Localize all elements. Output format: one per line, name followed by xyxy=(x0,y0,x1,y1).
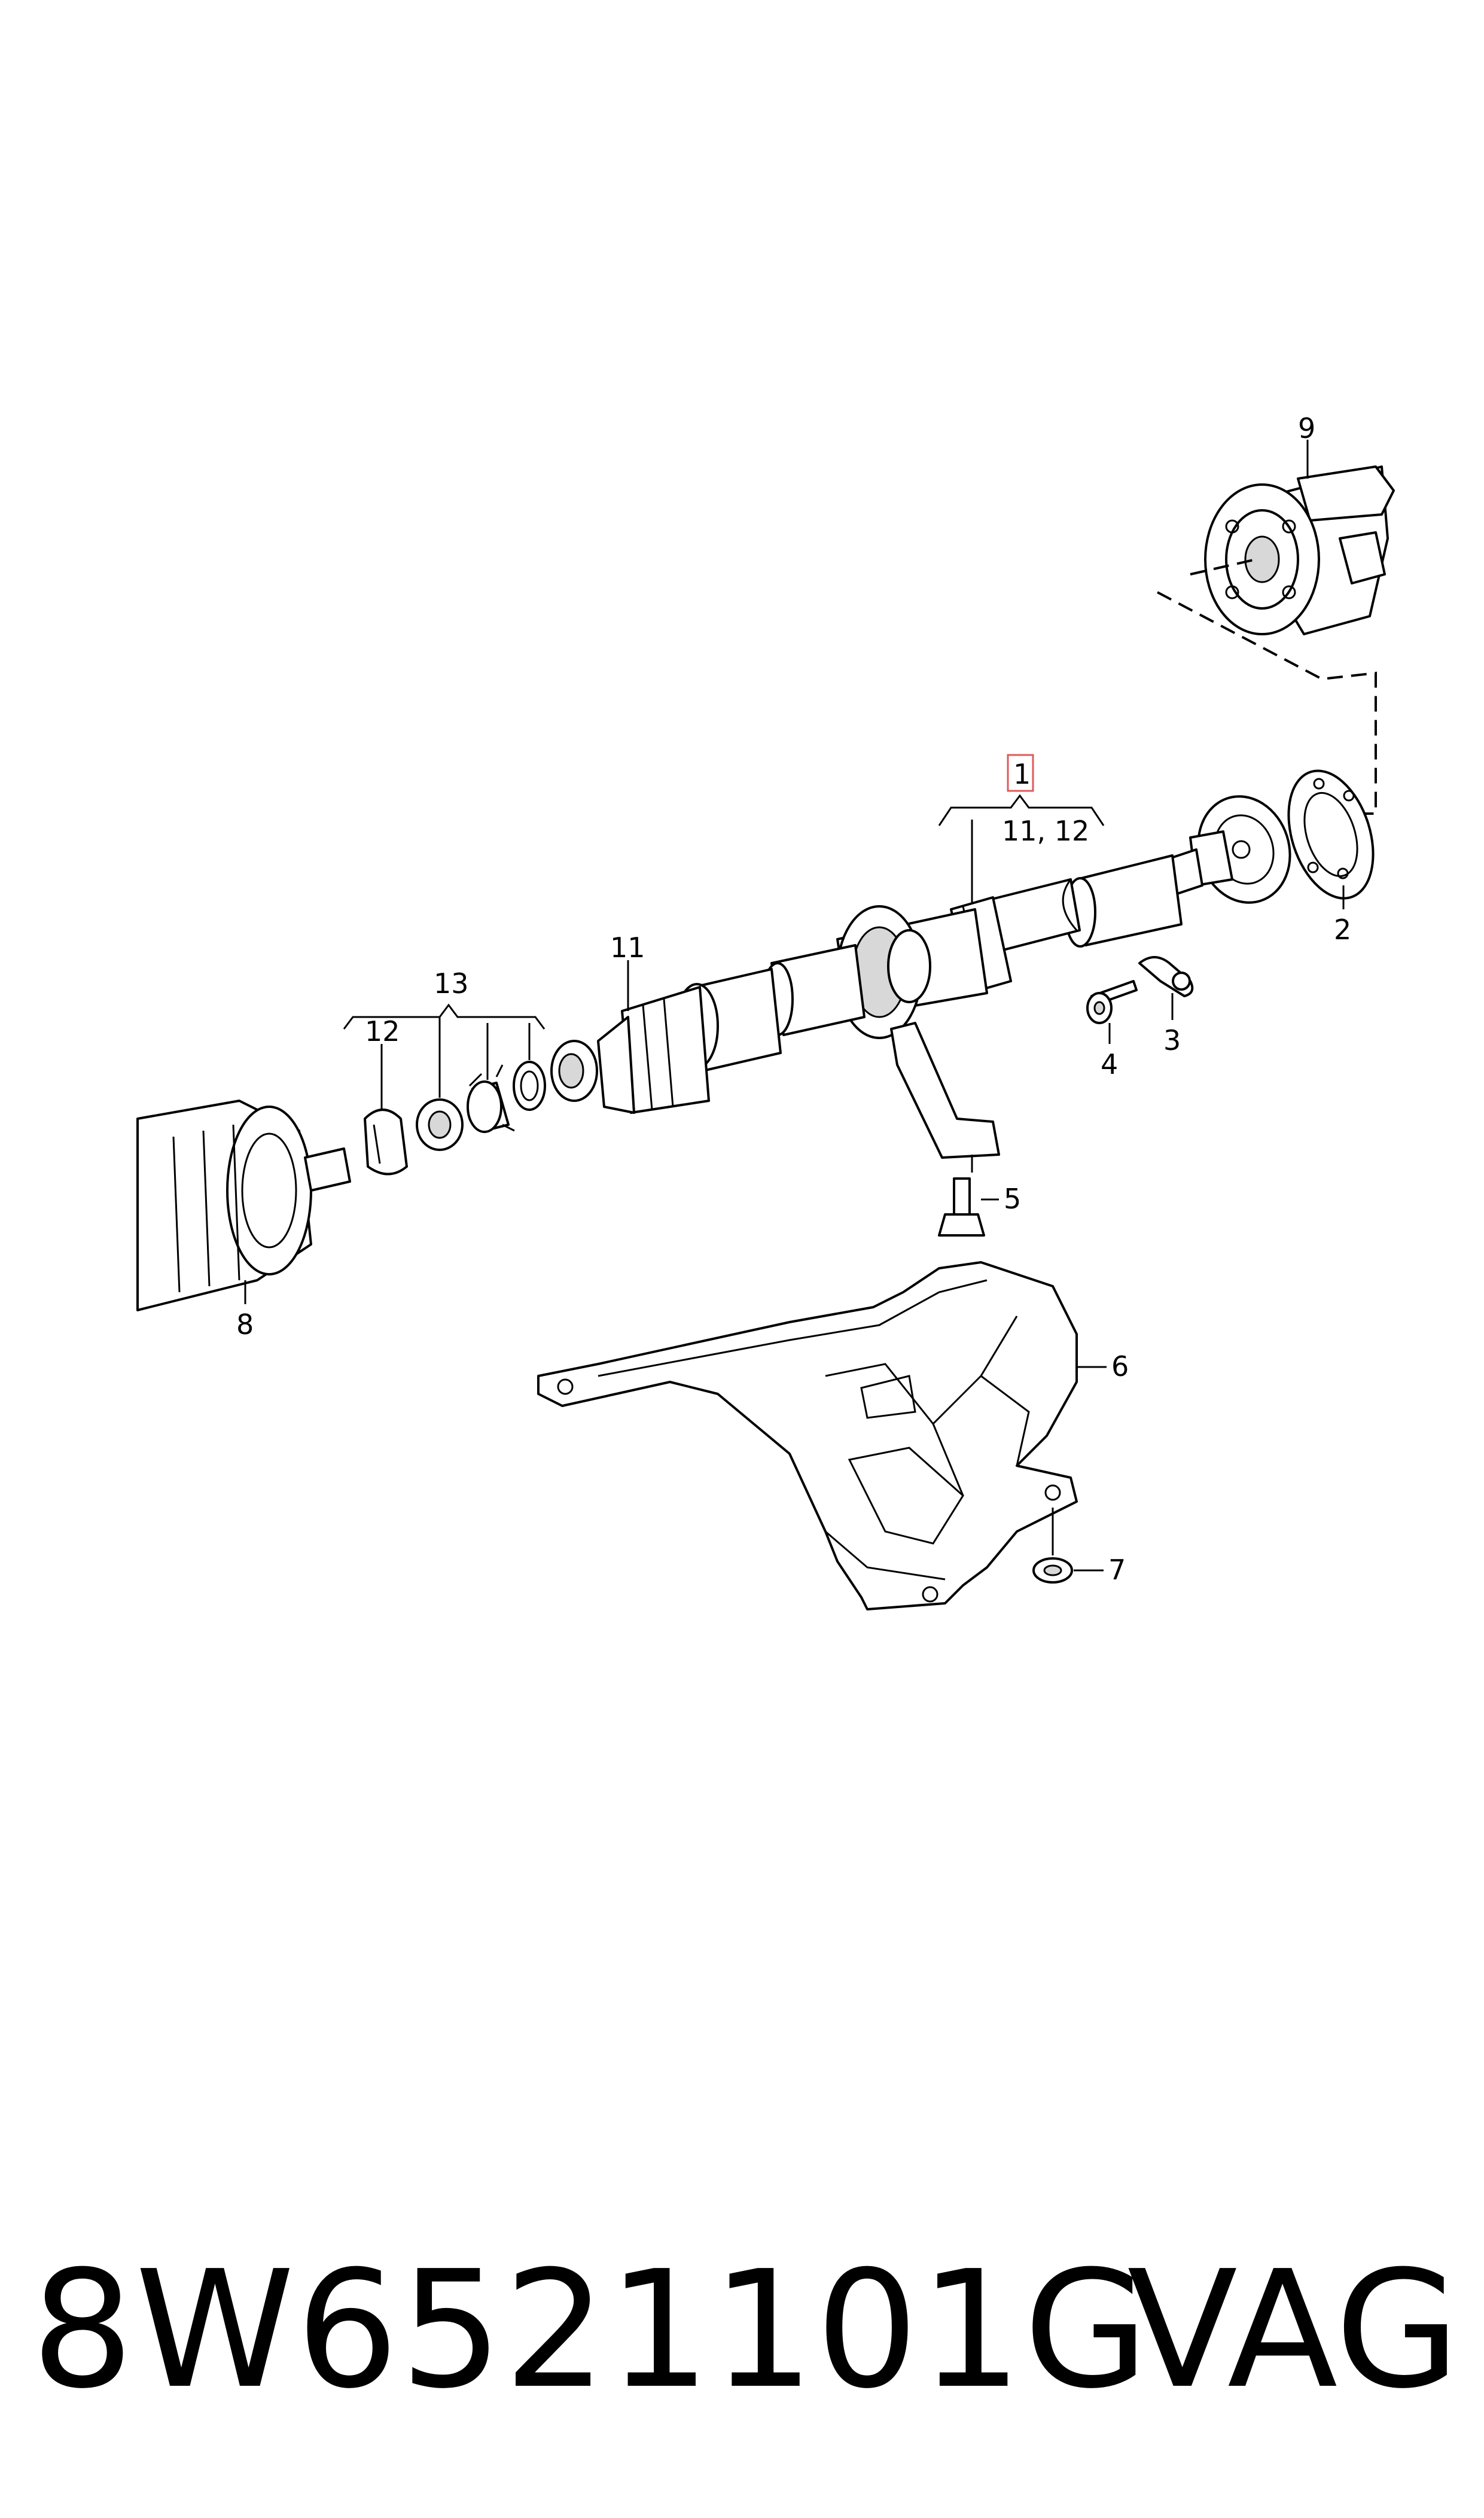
callout-1-highlight xyxy=(1007,754,1034,792)
retainer-3: 3 xyxy=(1138,956,1194,1056)
nut-7: 7 xyxy=(1032,1508,1126,1586)
callout-3: 3 xyxy=(1163,1024,1181,1056)
callout-12: 12 xyxy=(365,1015,400,1048)
brand-name: VAG xyxy=(1127,2236,1460,2424)
callout-1-sub: 11, 12 xyxy=(1002,815,1089,847)
seal-kit-13: 13 xyxy=(343,967,546,1151)
clamp-12: 12 xyxy=(364,1015,408,1176)
front-cv-joint-11: 11 xyxy=(550,931,782,1114)
callout-13: 13 xyxy=(434,967,469,1000)
part-number: 8W6521101G xyxy=(31,2236,1150,2424)
transmission-8: 8 xyxy=(136,1100,351,1341)
callout-9: 9 xyxy=(1298,412,1315,444)
rear-differential-9: 9 xyxy=(1204,412,1395,635)
callout-2: 2 xyxy=(1334,914,1351,946)
propshaft-assembly-1: 1 11, 12 xyxy=(761,754,1291,1173)
callout-7: 7 xyxy=(1108,1554,1126,1586)
bolt-4: 4 xyxy=(1086,980,1138,1080)
heat-shield-6: 6 xyxy=(537,1261,1129,1610)
callout-11: 11 xyxy=(610,931,645,964)
callout-5: 5 xyxy=(1004,1183,1021,1215)
callout-1: 1 xyxy=(1013,758,1031,790)
callout-4: 4 xyxy=(1101,1048,1118,1080)
bolt-5: 5 xyxy=(938,1177,1021,1237)
flange-gasket-2: 2 xyxy=(1287,769,1375,946)
callout-8: 8 xyxy=(236,1308,254,1341)
callout-6: 6 xyxy=(1111,1350,1129,1383)
